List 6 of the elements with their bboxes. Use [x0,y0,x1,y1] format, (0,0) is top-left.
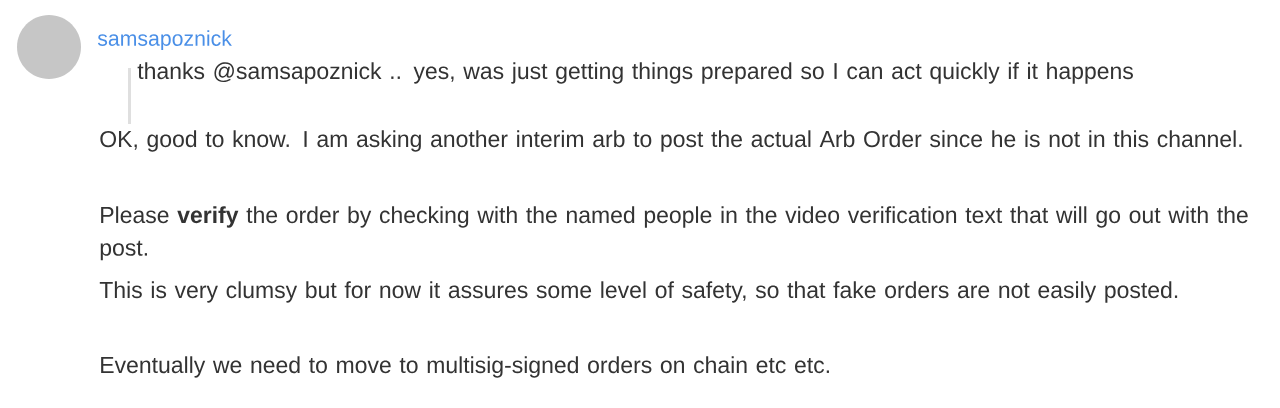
message-paragraph: Eventually we need to move to multisig-signed orders on chain etc etc. [101,356,829,378]
message-paragraph: OK, good to know. I am asking another interim arb to post the actual Arb Order since he is not in this channel. [100,130,1242,152]
message-paragraph: This is very clumsy but for now it assures some level of safety, so that fake orders are not easily posted. [99,281,1178,303]
quoted-message: thanks @samsapoznick .. yes, was just getting things prepared so I can act quickly if it happens [137,62,1133,84]
message-paragraph: Please verify the order by checking with the named people in the video verification text that will go out with the post. [100,206,1248,261]
username: samsapoznick [97,30,232,51]
